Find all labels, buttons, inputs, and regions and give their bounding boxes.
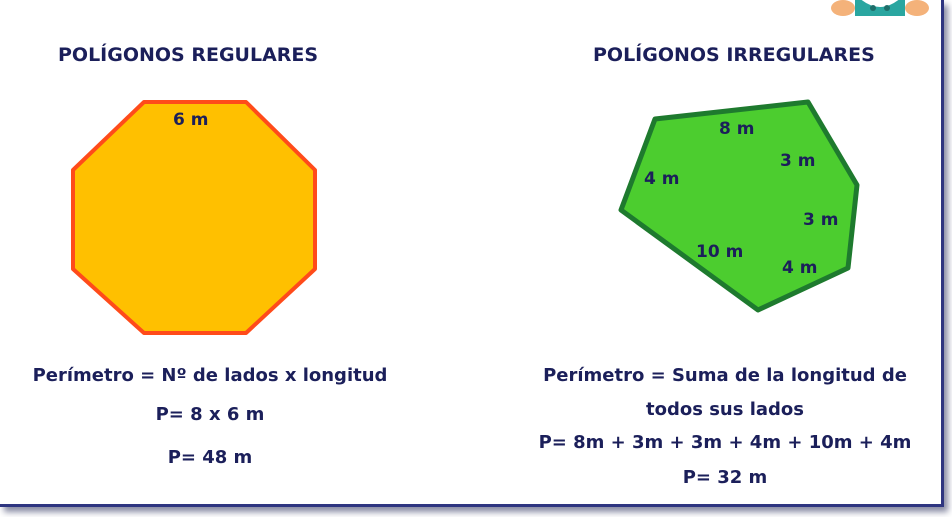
regular-perimeter-calculation: P= 8 x 6 m xyxy=(155,404,265,425)
irregular-side-label-right: 3 m xyxy=(803,210,838,230)
polygon-drawings: 6 m 8 m 3 m 4 m 3 m 10 m 4 m xyxy=(71,99,860,335)
irregular-polygons-heading: POLÍGONOS IRREGULARES xyxy=(593,44,875,66)
irregular-perimeter-result: P= 32 m xyxy=(682,467,768,488)
lesson-card: POLÍGONOS REGULARES POLÍGONOS IRREGULARE… xyxy=(0,0,944,507)
irregular-hexagon xyxy=(618,99,860,313)
irregular-side-label-left: 4 m xyxy=(644,169,679,189)
regular-polygons-heading: POLÍGONOS REGULARES xyxy=(58,44,319,66)
regular-perimeter-result: P= 48 m xyxy=(167,447,253,468)
irregular-side-label-bottom-left: 10 m xyxy=(696,242,743,262)
irregular-side-label-upper-right: 3 m xyxy=(780,151,815,171)
regular-side-label: 6 m xyxy=(173,110,208,130)
regular-perimeter-rule: Perímetro = Nº de lados x longitud xyxy=(32,365,388,386)
irregular-perimeter-rule-line-2: todos sus lados xyxy=(646,399,804,420)
irregular-perimeter-calculation: P= 8m + 3m + 3m + 4m + 10m + 4m xyxy=(538,432,912,453)
regular-octagon xyxy=(71,100,317,335)
cartoon-mascot-icon xyxy=(831,0,929,16)
irregular-perimeter-rule-line-1: Perímetro = Suma de la longitud de xyxy=(543,365,907,386)
irregular-side-label-top: 8 m xyxy=(719,119,754,139)
irregular-side-label-bottom-right: 4 m xyxy=(782,258,817,278)
